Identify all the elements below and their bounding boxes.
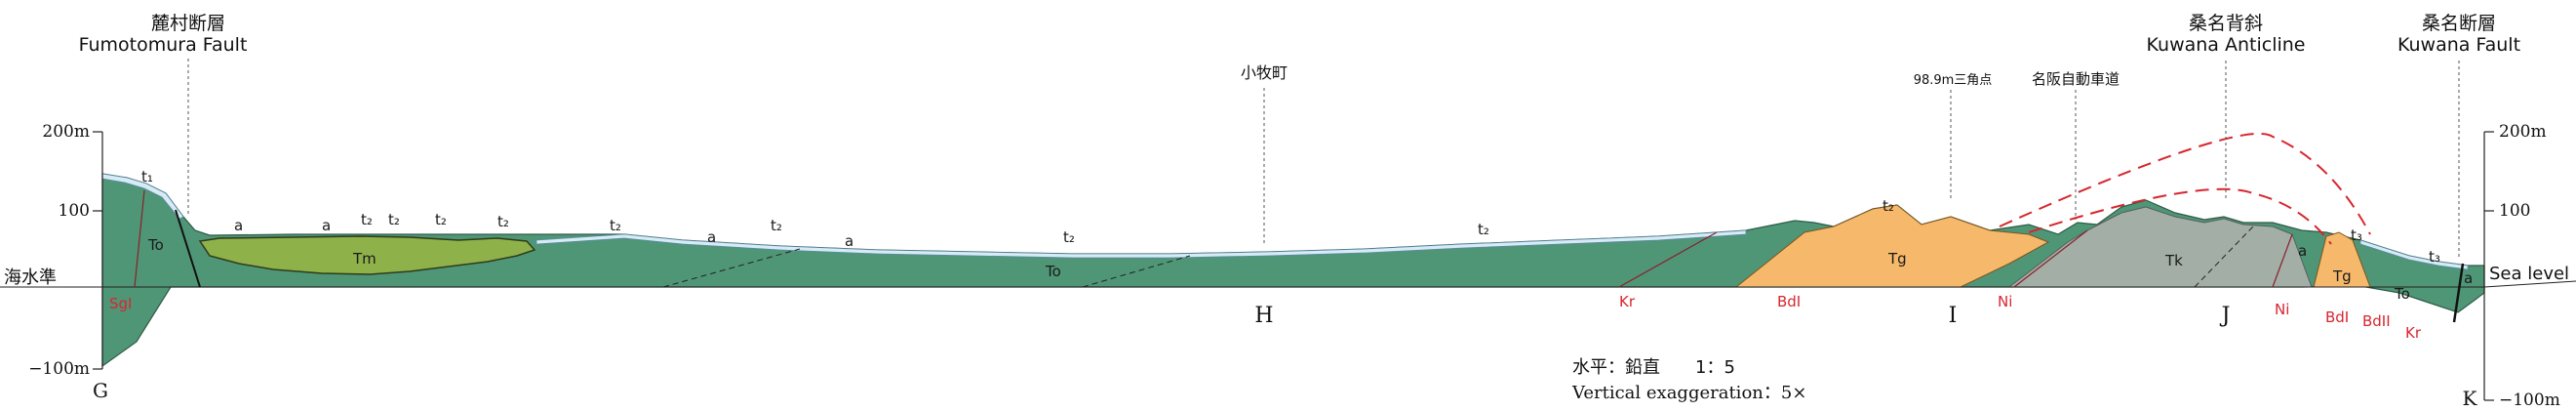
unit-to-right: To — [2394, 285, 2410, 303]
right-end-k: K — [2463, 387, 2478, 410]
unit-t2-6: t₂ — [771, 217, 782, 234]
red-label-kr-center: Kr — [1619, 293, 1636, 310]
left-label-sea: 海水準 — [4, 267, 57, 288]
scale-exaggeration: Vertical exaggeration：5× — [1571, 383, 1806, 403]
left-label-m100: −100m — [28, 359, 90, 379]
red-label-kr-right: Kr — [2405, 324, 2422, 342]
point-h: H — [1254, 304, 1273, 328]
terrace-top-left — [101, 173, 184, 220]
unit-a-3: a — [707, 228, 716, 246]
terrace-top-right — [2359, 239, 2469, 270]
right-label-sea: Sea level — [2489, 264, 2569, 284]
unit-to-center: To — [1045, 263, 1061, 280]
fumotomura-fault-en: Fumotomura Fault — [79, 34, 248, 56]
dashed-contact-2 — [1082, 255, 1191, 288]
red-label-bd1-center: BdI — [1777, 293, 1801, 310]
unit-t3-2: t₃ — [2429, 248, 2440, 266]
dashed-contact-3 — [2194, 226, 2254, 288]
triangulation-label: 98.9m三角点 — [1914, 73, 1993, 88]
kuwana-fault-en: Kuwana Fault — [2398, 34, 2520, 56]
unit-t2-5: t₂ — [610, 217, 621, 234]
unit-a-5: a — [2298, 242, 2307, 260]
red-label-ni-right: Ni — [2275, 301, 2289, 318]
red-contact-2 — [2013, 229, 2088, 288]
point-j: J — [2220, 304, 2231, 328]
fault-contact-1 — [134, 189, 145, 288]
unit-to-left: To — [147, 236, 164, 254]
alluvium-surface — [535, 229, 1747, 259]
unit-t2-7: t₂ — [1063, 228, 1075, 246]
red-label-bd2-right: BdII — [2362, 312, 2391, 330]
left-label-200: 200m — [42, 122, 90, 142]
unit-t2-8: t₂ — [1478, 221, 1489, 238]
anticline-arc-upper — [1999, 133, 2371, 235]
unit-tk: Tk — [2164, 252, 2183, 269]
red-contact-3 — [2272, 233, 2293, 288]
right-label-200: 200m — [2499, 122, 2547, 142]
red-label-sg1: SgI — [109, 295, 132, 312]
right-label-m100: −100m — [2499, 390, 2560, 410]
fault-contact-2 — [175, 209, 201, 288]
dashed-contact-1 — [662, 248, 801, 288]
left-label-100: 100 — [59, 201, 90, 221]
komakicho-label: 小牧町 — [1241, 63, 1288, 82]
red-contact-1 — [1618, 231, 1718, 288]
expressway-label: 名阪自動車道 — [2032, 70, 2120, 88]
red-label-bd1-right: BdI — [2325, 308, 2349, 326]
fumotomura-fault-ja: 麓村断層 — [151, 13, 225, 34]
unit-tg-right: Tg — [2332, 267, 2352, 285]
unit-a-1: a — [234, 217, 243, 234]
scale-ratio: 水平：鉛直 1：5 — [1572, 357, 1735, 378]
fault-kuwana — [2452, 263, 2465, 323]
unit-t3-1: t₃ — [2351, 226, 2362, 244]
tm-unit — [198, 235, 536, 275]
unit-tg-center: Tg — [1887, 250, 1907, 267]
left-end-g: G — [93, 379, 108, 402]
anticline-arc-lower — [2028, 187, 2332, 245]
unit-a-6: a — [2464, 269, 2473, 287]
unit-t2-1: t₂ — [361, 211, 373, 228]
unit-t2-2: t₂ — [388, 211, 400, 228]
unit-a-2: a — [322, 217, 331, 234]
tg-unit-center — [1734, 204, 2050, 288]
kuwana-anticline-en: Kuwana Anticline — [2147, 34, 2306, 56]
point-i: I — [1949, 304, 1958, 328]
kuwana-fault-ja: 桑名断層 — [2422, 13, 2496, 34]
unit-t1: t₁ — [141, 168, 153, 185]
kuwana-anticline-ja: 桑名背斜 — [2189, 13, 2263, 34]
red-label-ni-center: Ni — [1998, 293, 2012, 310]
unit-t2-4: t₂ — [497, 213, 509, 230]
sea-level-tail-right — [2483, 280, 2576, 288]
unit-t2-9: t₂ — [1882, 197, 1894, 215]
unit-tm: Tm — [352, 250, 376, 267]
right-label-100: 100 — [2499, 201, 2530, 221]
unit-a-4: a — [845, 232, 853, 250]
unit-t2-3: t₂ — [435, 211, 447, 228]
